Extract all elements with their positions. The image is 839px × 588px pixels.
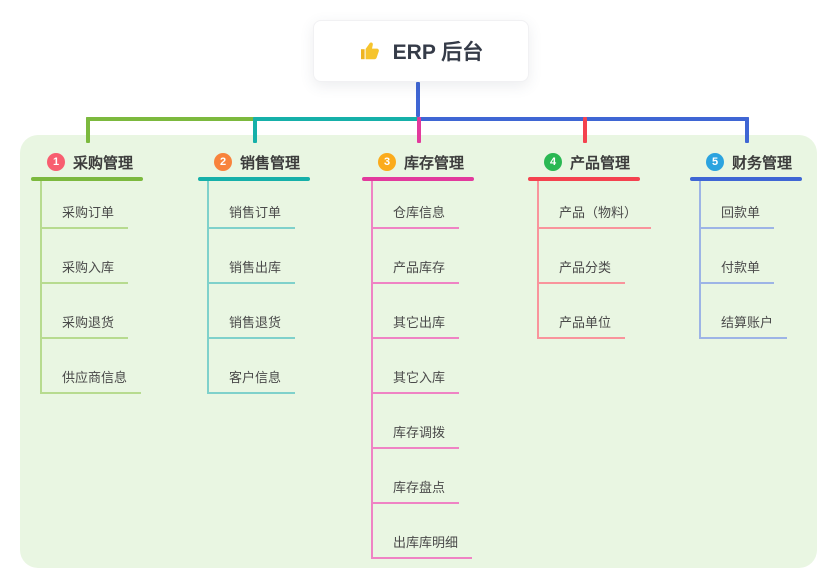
node-inventory-item[interactable]: 产品库存: [373, 229, 460, 284]
branch-drop-purchase: [86, 117, 90, 143]
node-finance-item[interactable]: 结算账户: [701, 284, 788, 339]
node-sales-item[interactable]: 销售订单: [209, 181, 296, 229]
branch-title-finance[interactable]: 5 财务管理: [690, 150, 802, 174]
branch-purchase: 1 采购管理采购订单采购入库采购退货供应商信息: [31, 150, 143, 394]
node-purchase-item[interactable]: 采购入库: [42, 229, 129, 284]
node-label: 采购退货: [62, 315, 115, 330]
node-label: 销售出库: [229, 260, 282, 275]
branch-items: 采购订单采购入库采购退货供应商信息: [40, 181, 142, 394]
branch-number-badge: 1: [47, 153, 65, 171]
node-label: 出库库明细: [393, 535, 459, 550]
branch-number-badge: 4: [544, 153, 562, 171]
node-purchase-item[interactable]: 采购退货: [42, 284, 129, 339]
branch-drop-inventory: [417, 117, 421, 143]
node-label: 其它出库: [393, 315, 446, 330]
branch-underline: [528, 177, 640, 181]
node-label: 库存调拨: [393, 425, 446, 440]
node-label: 仓库信息: [393, 205, 446, 220]
branch-sales: 2 销售管理销售订单销售出库销售退货客户信息: [198, 150, 310, 394]
node-inventory-item[interactable]: 出库库明细: [373, 504, 473, 559]
branch-drop-product: [583, 117, 587, 143]
branch-title-label: 财务管理: [732, 154, 793, 172]
node-label: 产品库存: [393, 260, 446, 275]
node-sales-item[interactable]: 销售出库: [209, 229, 296, 284]
branch-title-label: 采购管理: [73, 154, 134, 172]
node-label: 库存盘点: [393, 480, 446, 495]
branch-title-product[interactable]: 4 产品管理: [528, 150, 651, 174]
node-label: 供应商信息: [62, 370, 128, 385]
node-product-item[interactable]: 产品（物料）: [539, 181, 652, 229]
root-node[interactable]: ERP 后台: [313, 20, 529, 82]
node-inventory-item[interactable]: 其它入库: [373, 339, 460, 394]
branch-title-label: 库存管理: [404, 154, 465, 172]
branch-product: 4 产品管理产品（物料） 产品分类产品单位: [528, 150, 652, 339]
node-label: 采购入库: [62, 260, 115, 275]
branch-items: 回款单付款单结算账户: [699, 181, 788, 339]
branch-items: 仓库信息产品库存其它出库其它入库库存调拨库存盘点出库库明细: [371, 181, 473, 559]
bus-segment-green: [86, 117, 255, 121]
node-label: 销售订单: [229, 205, 282, 220]
root-connector-line: [416, 82, 420, 117]
node-label: 回款单: [721, 205, 761, 220]
node-label: 产品（物料）: [559, 205, 638, 220]
node-label: 产品分类: [559, 260, 612, 275]
branch-title-purchase[interactable]: 1 采购管理: [31, 150, 143, 174]
branch-number-badge: 2: [214, 153, 232, 171]
thumbs-up-icon: [359, 39, 383, 63]
node-sales-item[interactable]: 客户信息: [209, 339, 296, 394]
node-label: 客户信息: [229, 370, 282, 385]
branches-panel: [20, 135, 817, 568]
node-inventory-item[interactable]: 库存盘点: [373, 449, 460, 504]
node-inventory-item[interactable]: 其它出库: [373, 284, 460, 339]
node-purchase-item[interactable]: 供应商信息: [42, 339, 142, 394]
branch-underline: [362, 177, 474, 181]
branch-items: 产品（物料） 产品分类产品单位: [537, 181, 652, 339]
branch-underline: [690, 177, 802, 181]
node-label: 销售退货: [229, 315, 282, 330]
node-label: 付款单: [721, 260, 761, 275]
node-purchase-item[interactable]: 采购订单: [42, 181, 129, 229]
node-label: 产品单位: [559, 315, 612, 330]
branch-underline: [31, 177, 143, 181]
branch-title-inventory[interactable]: 3 库存管理: [362, 150, 474, 174]
branch-title-label: 产品管理: [570, 154, 631, 172]
node-finance-item[interactable]: 付款单: [701, 229, 775, 284]
branch-finance: 5 财务管理回款单付款单结算账户: [690, 150, 802, 339]
node-label: 采购订单: [62, 205, 115, 220]
branch-title-sales[interactable]: 2 销售管理: [198, 150, 310, 174]
branch-drop-sales: [253, 117, 257, 143]
node-product-item[interactable]: 产品分类: [539, 229, 626, 284]
branch-title-label: 销售管理: [240, 154, 301, 172]
root-title: ERP 后台: [392, 41, 484, 64]
branch-drop-finance: [745, 117, 749, 143]
node-inventory-item[interactable]: 库存调拨: [373, 394, 460, 449]
branch-number-badge: 3: [378, 153, 396, 171]
branch-items: 销售订单销售出库销售退货客户信息: [207, 181, 296, 394]
node-label: 结算账户: [721, 315, 774, 330]
node-inventory-item[interactable]: 仓库信息: [373, 181, 460, 229]
branch-number-badge: 5: [706, 153, 724, 171]
branch-inventory: 3 库存管理仓库信息产品库存其它出库其它入库库存调拨库存盘点出库库明细: [362, 150, 474, 559]
node-finance-item[interactable]: 回款单: [701, 181, 775, 229]
bus-segment-teal: [255, 117, 419, 121]
node-label: 其它入库: [393, 370, 446, 385]
node-sales-item[interactable]: 销售退货: [209, 284, 296, 339]
branch-underline: [198, 177, 310, 181]
node-product-item[interactable]: 产品单位: [539, 284, 626, 339]
